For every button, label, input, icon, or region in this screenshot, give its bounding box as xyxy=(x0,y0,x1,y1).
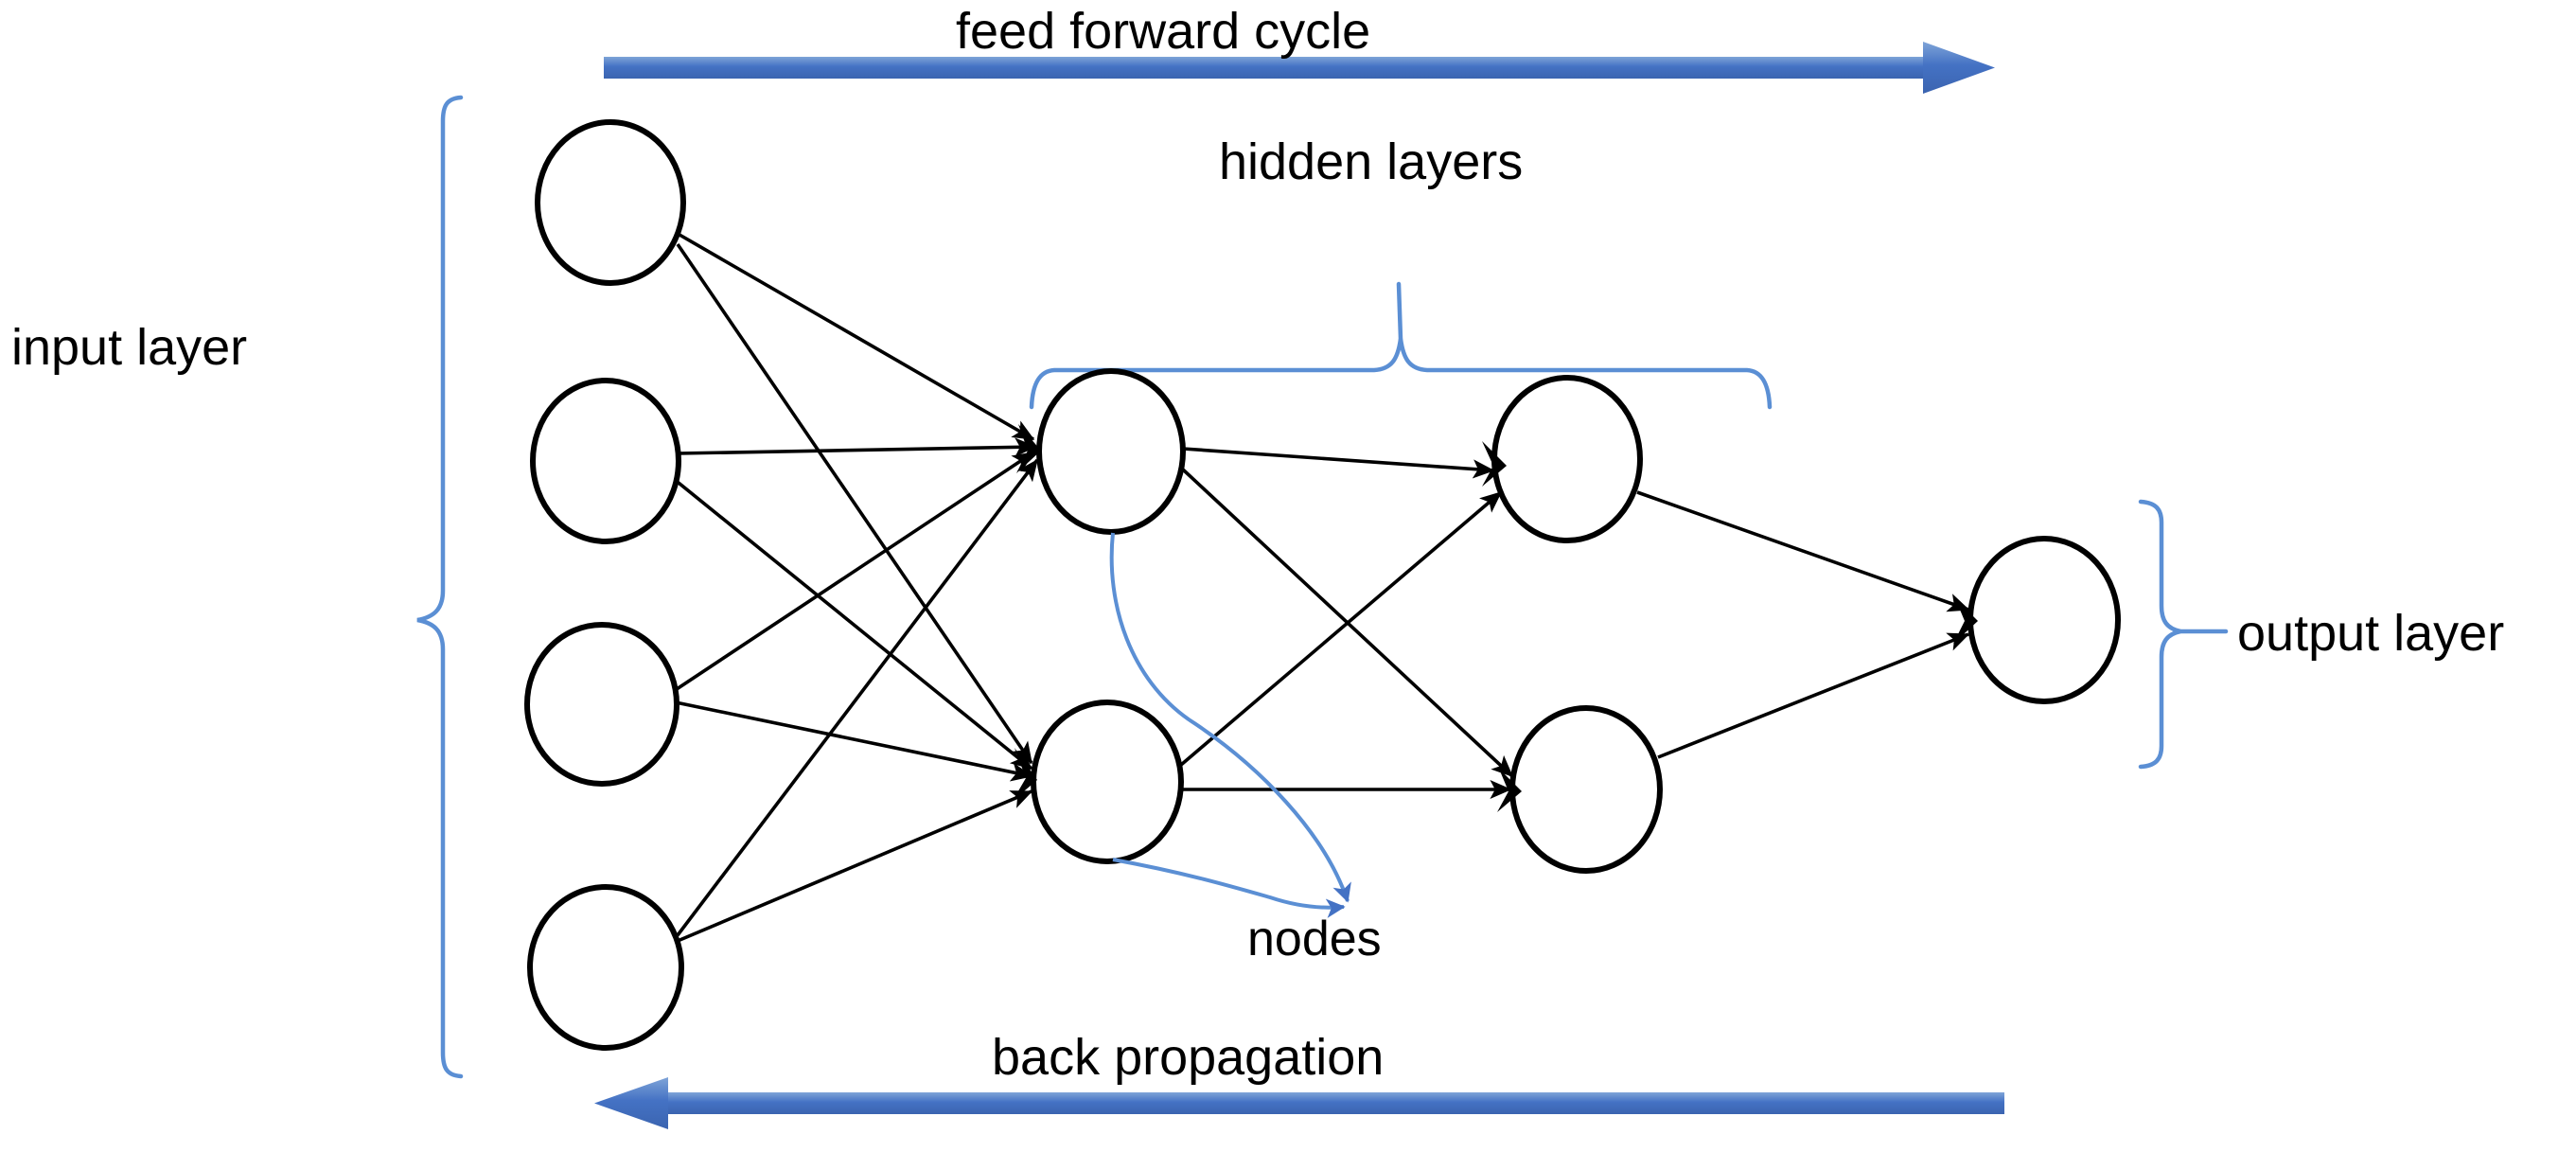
nodes-pointer-from-hidden1-2 xyxy=(1112,858,1346,918)
edges-hidden1-to-hidden2 xyxy=(1179,447,1514,800)
feed-forward-arrow xyxy=(604,42,1995,94)
edge-i3-h1 xyxy=(673,451,1035,693)
edge-i2-h1 xyxy=(677,437,1037,457)
hidden-layers-brace xyxy=(1029,281,1773,410)
edge-i2-h2 xyxy=(672,477,1033,771)
edge-h1b-h2a xyxy=(1179,490,1503,767)
nodes-pointer-from-hidden1-1 xyxy=(1109,532,1351,903)
edge-arrowheads-overlay xyxy=(1013,424,1978,812)
node-hidden2-2[interactable] xyxy=(1509,705,1663,874)
layer-output-nodes xyxy=(1967,536,2121,704)
node-hidden2-1[interactable] xyxy=(1491,375,1643,543)
back-propagation-label: back propagation xyxy=(992,1029,1385,1086)
hidden-layers-label: hidden layers xyxy=(1219,133,1524,190)
layer-input-nodes xyxy=(524,119,686,1051)
output-layer-label: output layer xyxy=(2237,605,2505,662)
node-input-3[interactable] xyxy=(524,622,679,787)
layer-hidden2-nodes xyxy=(1491,375,1663,874)
back-propagation-arrow xyxy=(594,1077,2004,1129)
edge-i4-h2 xyxy=(677,789,1033,943)
edges-hidden2-to-output xyxy=(1636,490,1970,759)
output-layer-brace xyxy=(2138,499,2229,770)
edge-h1a-h2a xyxy=(1182,447,1495,479)
edge-h2a-out xyxy=(1636,490,1970,612)
node-output-1[interactable] xyxy=(1967,536,2121,704)
node-input-2[interactable] xyxy=(530,378,681,544)
node-hidden1-1[interactable] xyxy=(1036,368,1186,535)
input-layer-label: input layer xyxy=(11,319,248,376)
nodes-pointer-curves xyxy=(1109,532,1351,918)
edge-i3-h2 xyxy=(675,700,1033,782)
edge-i4-h1 xyxy=(676,458,1039,937)
edges-input-to-hidden1 xyxy=(672,233,1039,943)
nodes-label: nodes xyxy=(1247,912,1382,966)
input-layer-brace xyxy=(416,95,464,1079)
node-hidden1-2[interactable] xyxy=(1031,700,1184,864)
edge-h2b-out xyxy=(1657,632,1970,759)
edge-i1-h2 xyxy=(676,242,1033,765)
edge-i1-h1 xyxy=(679,233,1035,441)
feed-forward-label: feed forward cycle xyxy=(956,3,1371,60)
node-input-1[interactable] xyxy=(535,119,686,286)
layer-hidden1-nodes xyxy=(1031,368,1186,864)
node-input-4[interactable] xyxy=(527,884,684,1051)
